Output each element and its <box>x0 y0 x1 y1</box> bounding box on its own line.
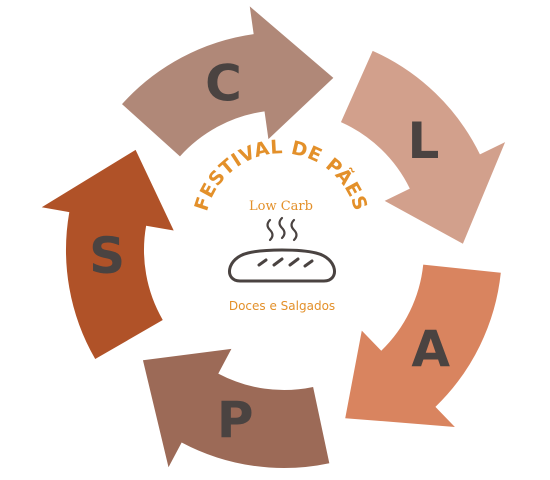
cycle-arrow-c <box>121 6 334 157</box>
cycle-arrow-p <box>142 348 330 468</box>
cycle-letter-c: C <box>205 55 242 113</box>
logo-subtitle: Low Carb <box>249 199 313 214</box>
cycle-letter-l: L <box>408 112 440 170</box>
cycle-letter-a: A <box>411 320 450 378</box>
cycle-letter-s: S <box>89 227 125 285</box>
steam-icon <box>266 216 298 242</box>
logo-tagline: Doces e Salgados <box>229 299 335 313</box>
cycle-arrow-l <box>340 50 506 244</box>
cycle-letters: C L A P S <box>89 55 450 449</box>
cycle-arrow-a <box>345 264 501 427</box>
festival-logo: FESTIVAL DE PÃES Low Carb Doces e Salgad… <box>191 136 371 313</box>
cycle-letter-p: P <box>217 391 254 449</box>
bread-icon <box>228 248 336 283</box>
cycle-arrows <box>41 6 506 468</box>
cycle-arrow-s <box>41 149 174 359</box>
